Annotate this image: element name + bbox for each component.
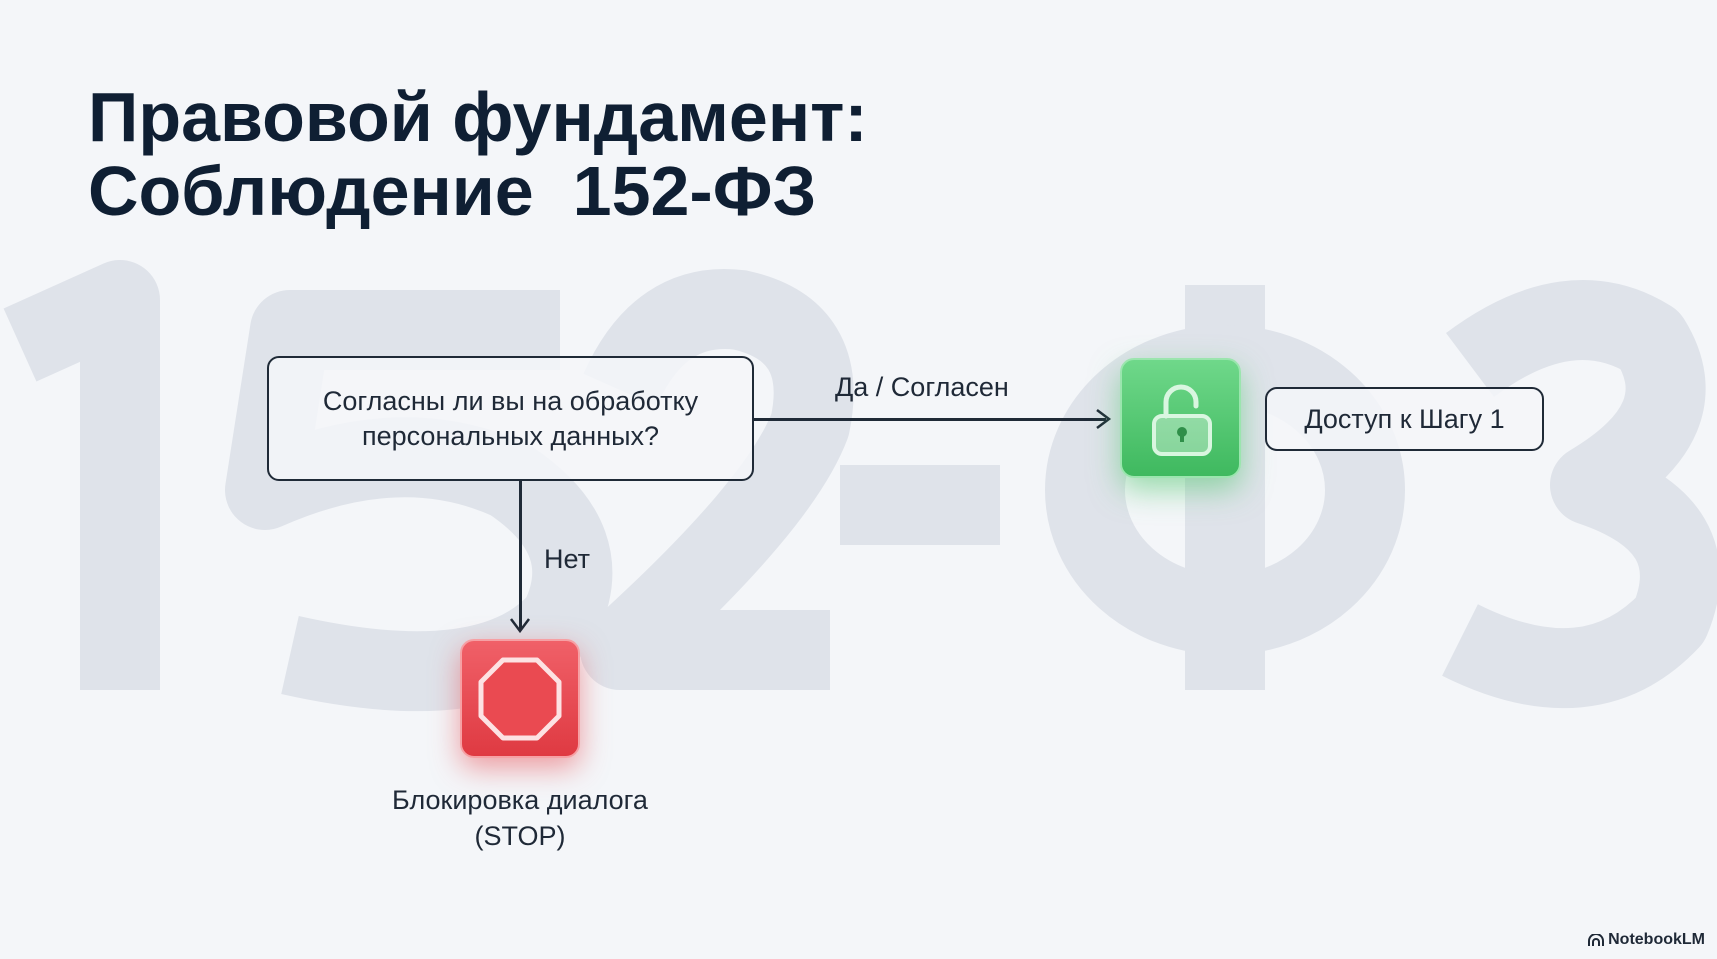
block-line-2: (STOP) [474, 821, 566, 851]
yes-label: Да / Согласен [835, 372, 1009, 402]
watermark-glyph-1 [3, 260, 160, 690]
unlock-icon [1151, 384, 1212, 456]
arrow-down-icon [510, 618, 530, 634]
unlock-tile [1120, 358, 1241, 478]
stop-octagon-icon [478, 657, 562, 740]
access-step-1-box: Доступ к Шагу 1 [1265, 387, 1544, 451]
question-line-2: персональных данных? [361, 420, 660, 451]
watermark-glyph-2 [580, 269, 854, 690]
no-label: Нет [544, 544, 590, 574]
block-dialog-label: Блокировка диалога (STOP) [370, 782, 670, 854]
page-title: Правовой фундамент: Соблюдение 152-ФЗ [88, 80, 868, 228]
question-box: Согласны ли вы на обработку персональных… [267, 356, 754, 481]
title-line-1: Правовой фундамент: [88, 78, 868, 156]
block-line-1: Блокировка диалога [392, 785, 648, 815]
stop-tile [460, 639, 580, 758]
branding-text: NotebookLM [1608, 931, 1705, 948]
notebooklm-branding: NotebookLM [1588, 931, 1705, 949]
watermark-glyph-ze [1442, 280, 1717, 709]
no-arrow-line [519, 481, 522, 629]
yes-arrow-line [754, 418, 1106, 421]
arrow-right-icon [1096, 409, 1112, 429]
notebooklm-logo-icon [1588, 934, 1605, 946]
question-line-1: Согласны ли вы на обработку [322, 385, 699, 416]
title-line-2: Соблюдение 152-ФЗ [88, 152, 817, 230]
